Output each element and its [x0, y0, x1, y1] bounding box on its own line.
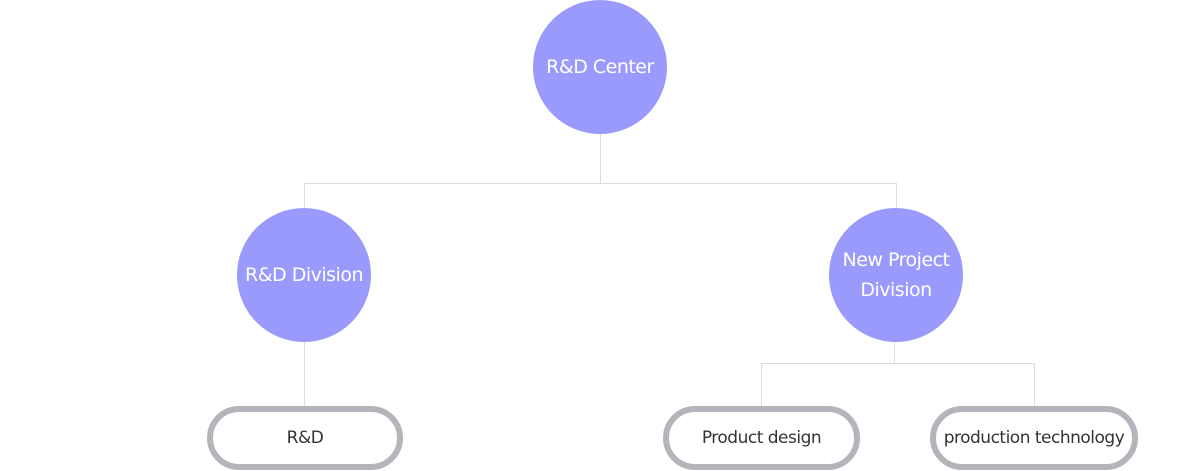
- node-rd-center-label: R&D Center: [546, 56, 654, 78]
- node-rd-division-label: R&D Division: [245, 264, 363, 286]
- connector-to-production-technology: [1034, 363, 1035, 408]
- team-rd: R&D: [207, 406, 403, 470]
- node-new-project-division-label-line2: Division: [860, 279, 932, 301]
- connector-new-project-down: [894, 340, 895, 364]
- connector-to-new-project-division: [896, 183, 897, 210]
- team-production-technology: production technology: [930, 406, 1138, 470]
- connector-to-rd-division: [304, 183, 305, 210]
- team-production-technology-label: production technology: [943, 428, 1125, 448]
- connector-top-horizontal: [304, 183, 897, 184]
- connector-root-down: [600, 132, 601, 184]
- connector-rd-division-down: [304, 340, 305, 408]
- node-new-project-division-label-line1: New Project: [842, 249, 951, 271]
- node-rd-division: R&D Division: [237, 208, 371, 342]
- team-rd-label: R&D: [286, 428, 324, 448]
- node-rd-center: R&D Center: [533, 0, 667, 134]
- team-product-design-label: Product design: [701, 428, 822, 448]
- node-new-project-division: New Project Division: [829, 208, 963, 342]
- connector-to-product-design: [761, 363, 762, 408]
- team-product-design: Product design: [663, 406, 860, 470]
- connector-bottom-horizontal: [761, 363, 1035, 364]
